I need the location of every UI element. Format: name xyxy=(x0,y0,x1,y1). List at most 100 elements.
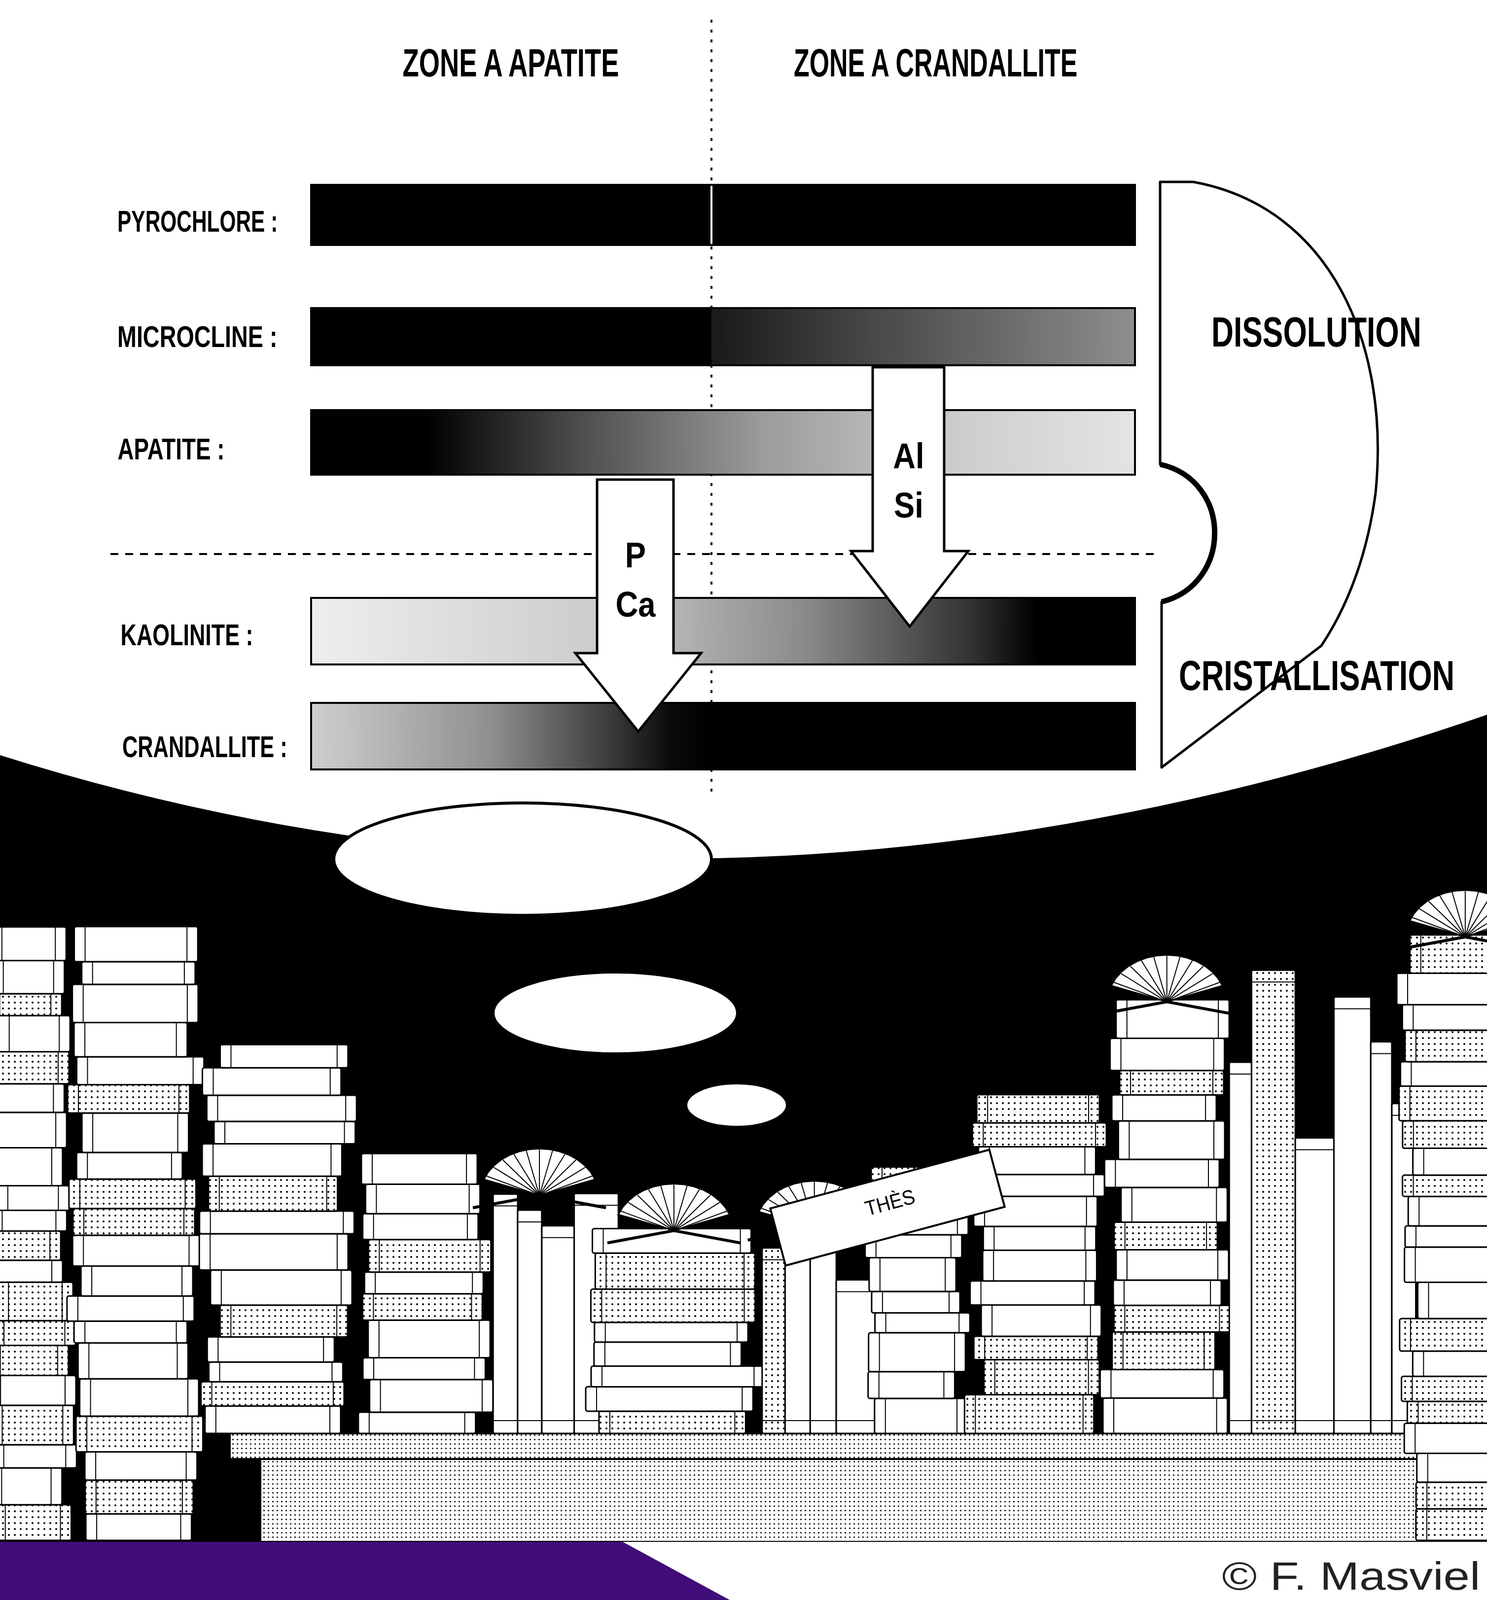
book-page xyxy=(539,1154,566,1197)
book-spine xyxy=(212,1067,214,1096)
book-band xyxy=(541,1237,575,1239)
book-spine xyxy=(956,1398,958,1434)
book-spine xyxy=(54,927,56,961)
book-page xyxy=(673,1186,688,1232)
process-name: CRISTALLISATION xyxy=(1178,654,1455,697)
book xyxy=(1295,1138,1334,1434)
book xyxy=(0,1468,63,1506)
book xyxy=(592,1229,752,1254)
book-spine xyxy=(1212,1070,1214,1096)
book-spine xyxy=(181,1266,183,1297)
book-spine xyxy=(1412,1004,1414,1031)
book xyxy=(1099,1370,1224,1399)
book-spine xyxy=(82,984,84,1024)
book-spine xyxy=(1126,1249,1128,1281)
book xyxy=(1112,1332,1216,1370)
book-spine xyxy=(980,1281,982,1306)
book-spine xyxy=(52,1084,54,1113)
book-spine xyxy=(79,1179,81,1209)
book-band xyxy=(1251,1420,1296,1422)
book xyxy=(1408,1196,1487,1227)
book xyxy=(77,1343,188,1380)
book-spine xyxy=(329,1067,331,1096)
book-spine xyxy=(375,1184,377,1214)
book xyxy=(72,984,199,1024)
book xyxy=(1113,1280,1222,1306)
book-spine xyxy=(1130,1070,1132,1096)
book-spine xyxy=(371,1153,373,1185)
book-page xyxy=(1465,909,1487,938)
book-spine xyxy=(372,1294,374,1321)
book-spine xyxy=(1114,1159,1116,1188)
book-spine xyxy=(57,1345,59,1377)
book-spine xyxy=(1086,1196,1088,1227)
book-spine xyxy=(183,1208,185,1236)
book xyxy=(368,1320,491,1358)
book xyxy=(1413,1148,1487,1176)
microcline-bar xyxy=(711,308,1135,366)
book-spine xyxy=(344,1121,346,1145)
book-spine xyxy=(596,1386,598,1412)
book xyxy=(1110,1038,1225,1071)
book-spine xyxy=(1413,1121,1415,1149)
book-band xyxy=(517,1221,542,1223)
book-spine xyxy=(1086,1336,1088,1360)
book-spine xyxy=(192,1057,194,1086)
book-spine xyxy=(992,1250,994,1282)
book-spine xyxy=(373,1213,375,1240)
book-spine xyxy=(471,1272,473,1295)
book-spine xyxy=(95,1452,97,1481)
book xyxy=(517,1210,542,1434)
book-cover xyxy=(1465,937,1487,950)
book xyxy=(75,1416,203,1452)
book-spine xyxy=(1412,1376,1414,1402)
book xyxy=(1402,1121,1487,1149)
book-spine xyxy=(77,1084,79,1114)
book-spine xyxy=(82,1235,84,1267)
book xyxy=(871,1291,960,1313)
pyrochlore-bar xyxy=(311,184,1135,246)
book-spine xyxy=(974,1394,976,1434)
book-page xyxy=(486,1176,540,1196)
bar-outline xyxy=(311,308,1135,366)
mineral-name: APATITE : xyxy=(117,433,225,465)
book-spine xyxy=(330,1144,332,1177)
mineral-name: PYROCHLORE : xyxy=(117,206,278,237)
book-spine xyxy=(64,1320,66,1346)
book-spine xyxy=(211,1381,213,1407)
book-spine xyxy=(994,1359,996,1395)
book-band xyxy=(1370,1420,1392,1422)
book-spine xyxy=(954,1333,956,1373)
mineral-name: MICROCLINE : xyxy=(117,321,278,353)
thought-bubble xyxy=(493,972,738,1055)
book xyxy=(0,927,67,961)
book-page xyxy=(621,1211,674,1231)
book-spine xyxy=(1095,1123,1097,1148)
book xyxy=(0,1016,71,1053)
book-spine xyxy=(92,1113,94,1153)
book-spine xyxy=(0,1345,1,1377)
zone-heading: ZONE A APATITE xyxy=(402,43,619,83)
book-spine xyxy=(1093,1174,1095,1197)
book-spine xyxy=(885,1398,886,1434)
book-spine xyxy=(51,1260,53,1283)
arrow-shape xyxy=(575,479,702,732)
book-spine xyxy=(373,1357,375,1380)
book-spine xyxy=(1415,1030,1417,1063)
book-spine xyxy=(734,1411,736,1434)
book-spine xyxy=(217,1337,219,1363)
book-spine xyxy=(342,1211,344,1235)
book-spine xyxy=(0,1375,1,1406)
open-book xyxy=(1111,955,1223,1002)
book-spine xyxy=(220,1270,222,1306)
book xyxy=(219,1305,348,1338)
book xyxy=(202,1144,342,1177)
book xyxy=(1402,1004,1487,1031)
book-spine xyxy=(215,1406,217,1434)
book-spine xyxy=(216,1095,218,1122)
book-spine xyxy=(1084,1147,1086,1175)
book xyxy=(201,1381,345,1407)
book-cover xyxy=(472,1195,540,1208)
book-spine xyxy=(1422,1351,1424,1377)
